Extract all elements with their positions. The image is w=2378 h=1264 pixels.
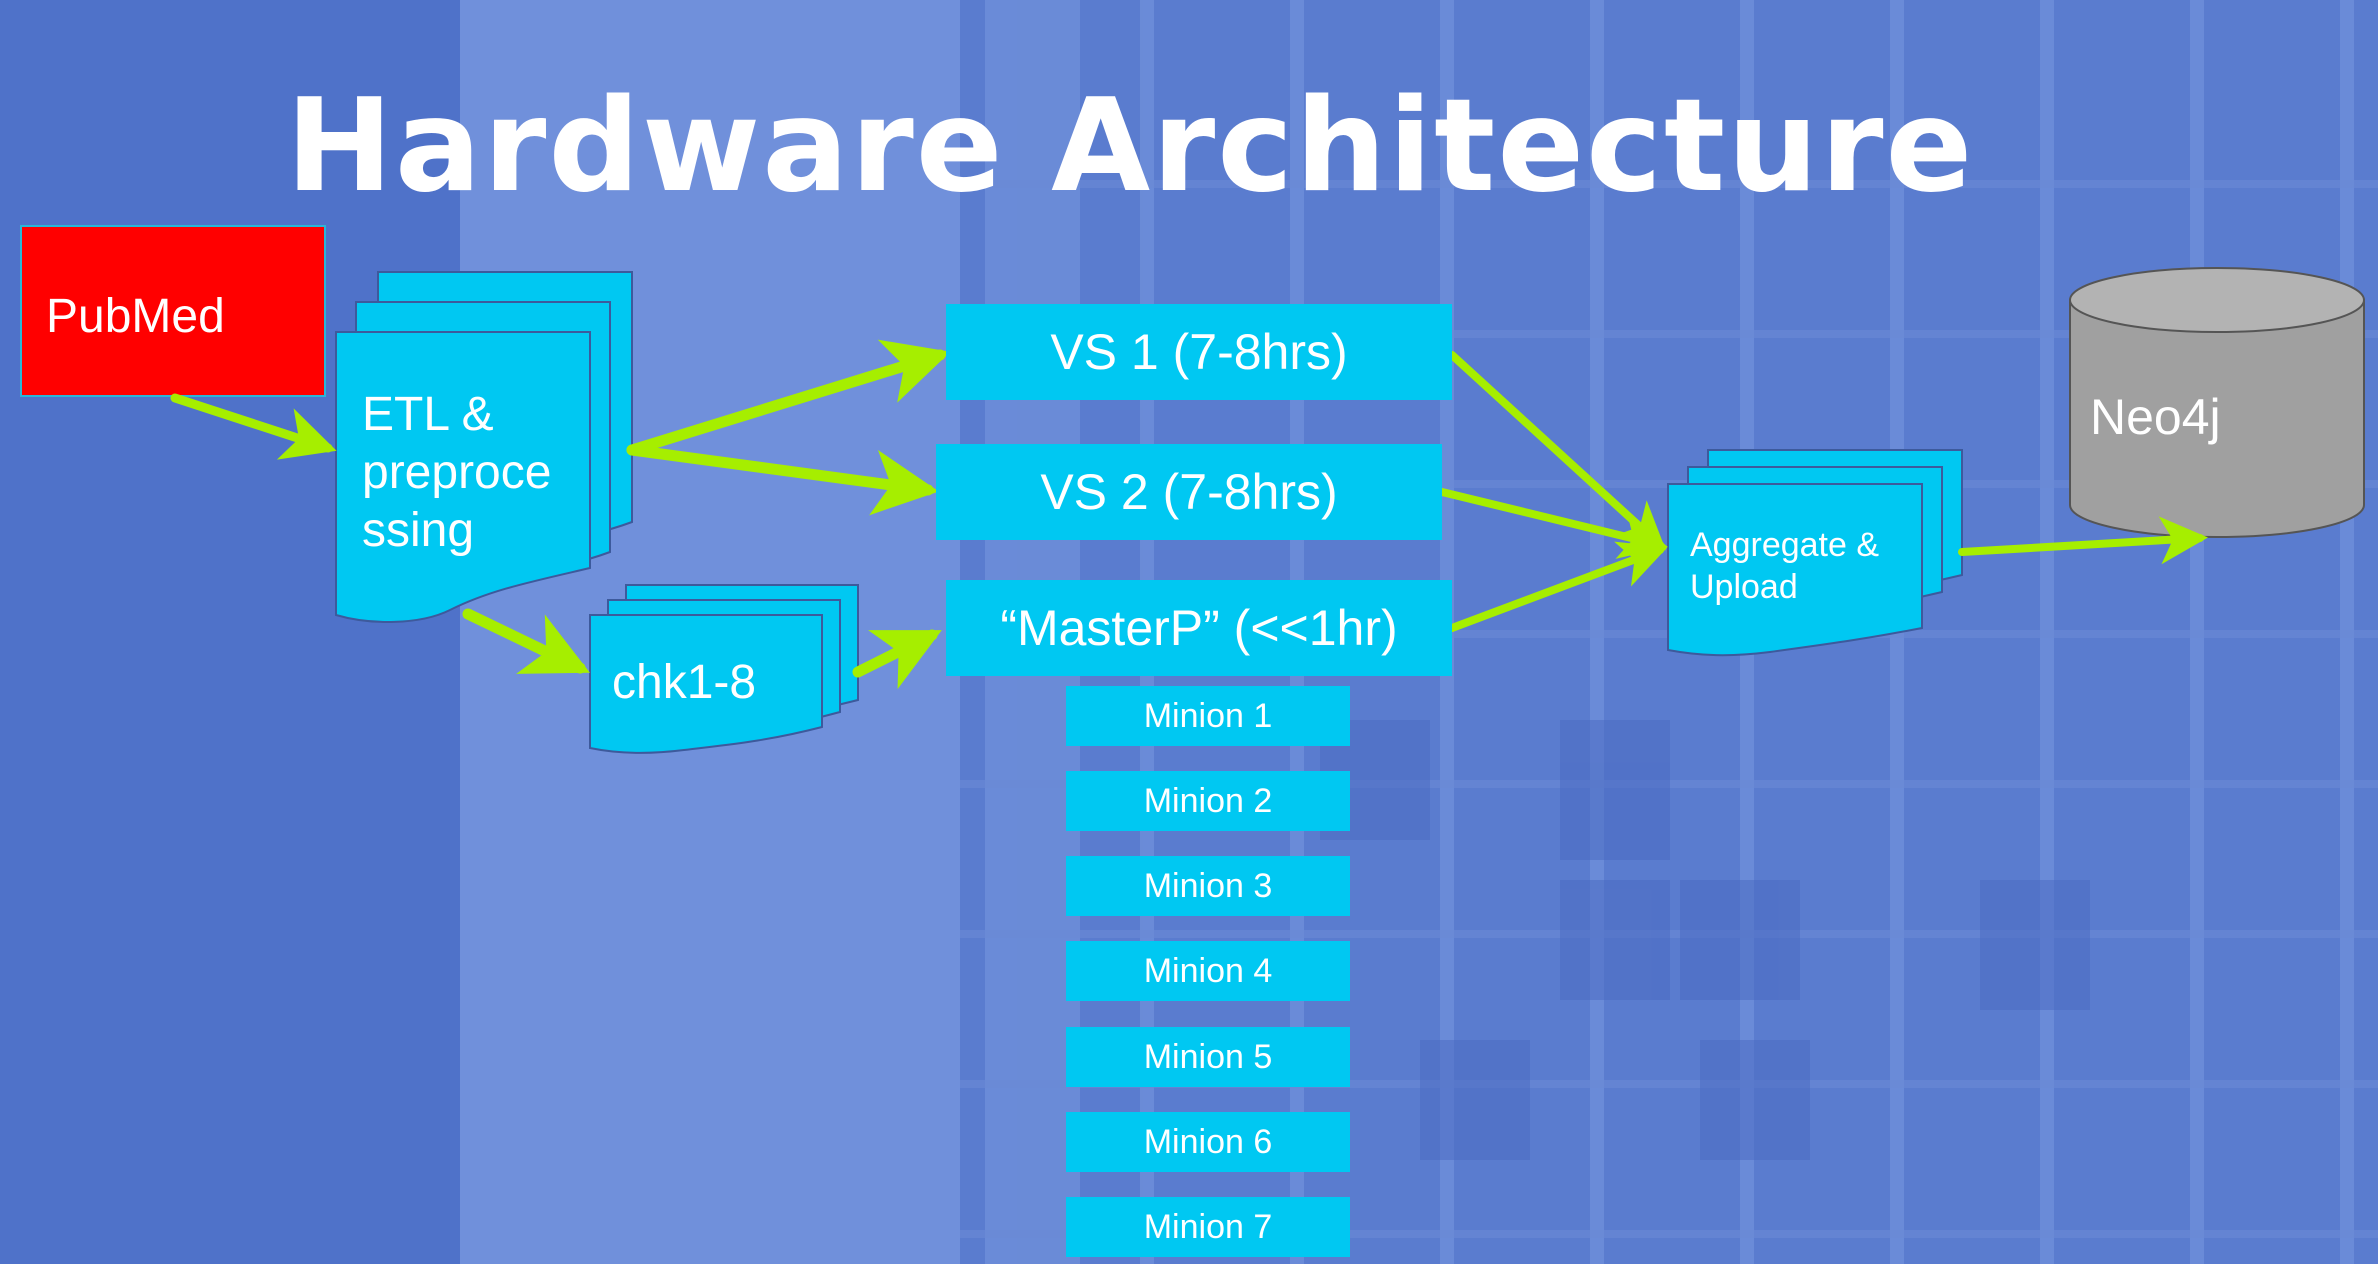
aggregate-label: Aggregate & Upload xyxy=(1690,524,1879,608)
aggregate-stacked-document-icon xyxy=(1667,449,1963,657)
arrow-vs2-to-aggregate xyxy=(1438,488,1668,559)
flow-arrows xyxy=(170,339,2208,690)
neo4j-database-icon xyxy=(2069,267,2365,538)
neo4j-label: Neo4j xyxy=(2090,389,2221,445)
chunks-label: chk1-8 xyxy=(612,656,757,709)
etl-label: ETL & preproce ssing xyxy=(362,386,551,560)
aggregate-label-line: Aggregate & xyxy=(1690,526,1880,564)
minion-node: Minion 4 xyxy=(1066,941,1350,1001)
vs2-node: VS 2 (7-8hrs) xyxy=(936,444,1442,540)
etl-stacked-document-icon xyxy=(335,271,633,623)
arrow-masterp-to-aggregate xyxy=(1448,541,1668,632)
minion-node: Minion 5 xyxy=(1066,1027,1350,1087)
minion-node: Minion 1 xyxy=(1066,686,1350,746)
arrow-etl-to-vs2 xyxy=(626,444,939,516)
arrow-etl-to-vs1 xyxy=(626,339,951,456)
etl-label-line: preproce xyxy=(362,446,552,499)
etl-label-line: ETL & xyxy=(362,388,494,441)
etl-label-line: ssing xyxy=(362,504,475,557)
arrow-chunks-to-masterp xyxy=(852,629,942,690)
arrow-etl-to-chunks xyxy=(462,608,590,674)
minion-node: Minion 2 xyxy=(1066,771,1350,831)
minion-node: Minion 7 xyxy=(1066,1197,1350,1257)
arrow-pubmed-to-etl xyxy=(170,393,337,460)
aggregate-label-line: Upload xyxy=(1690,568,1798,606)
minion-node: Minion 6 xyxy=(1066,1112,1350,1172)
pubmed-node: PubMed xyxy=(20,225,326,397)
pubmed-label: PubMed xyxy=(46,290,225,343)
masterp-node: “MasterP” (<<1hr) xyxy=(946,580,1452,676)
arrow-aggregate-to-neo4j xyxy=(1958,516,2208,565)
slide-title: Hardware Architecture xyxy=(285,72,1975,221)
chunks-stacked-document-icon xyxy=(589,584,859,754)
minion-node: Minion 3 xyxy=(1066,856,1350,916)
vs1-node: VS 1 (7-8hrs) xyxy=(946,304,1452,400)
